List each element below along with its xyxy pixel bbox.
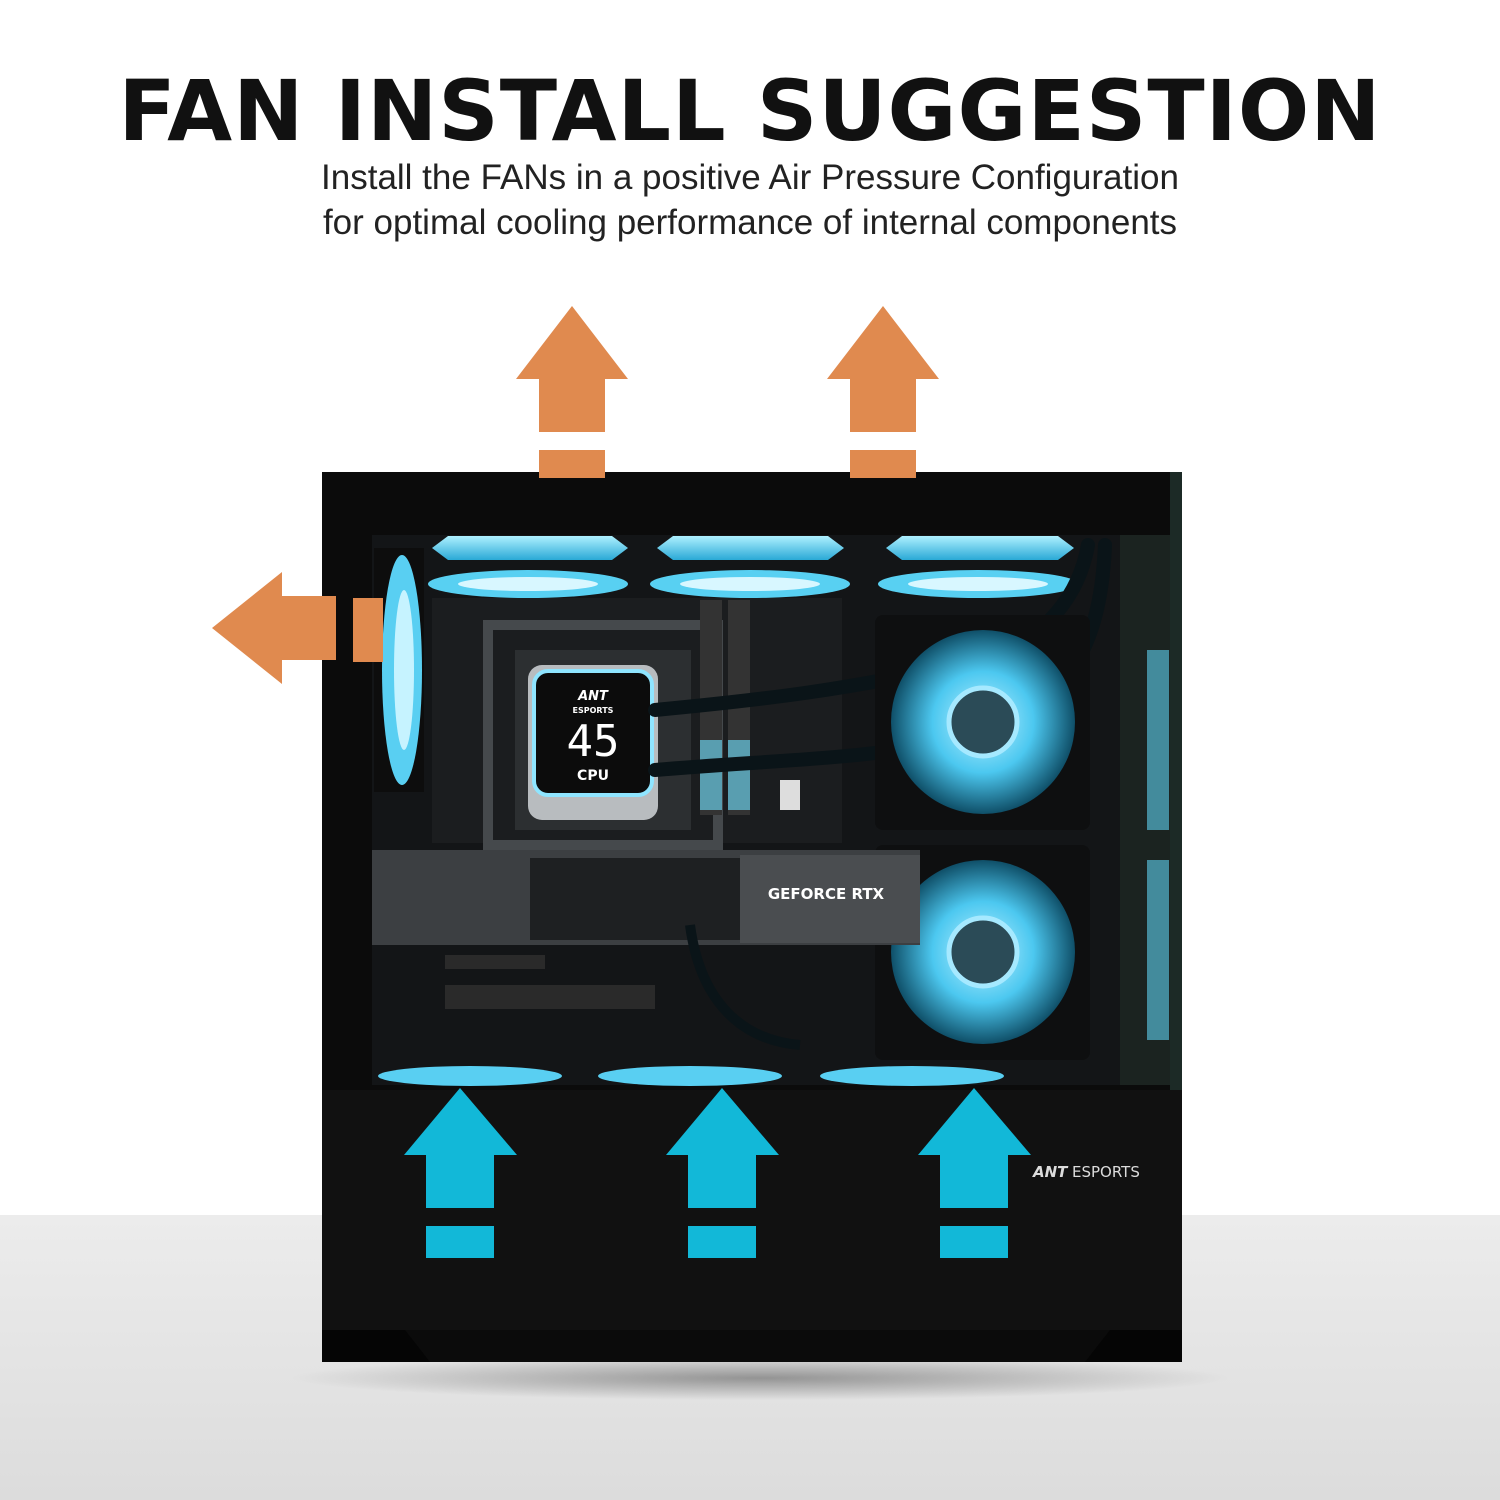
top-fans [428, 536, 1078, 598]
subtitle-line-2: for optimal cooling performance of inter… [322, 203, 1178, 242]
front-logo-text: ESPORTS [1072, 1163, 1140, 1181]
intake-arrows [404, 1088, 1031, 1258]
intake-arrow-left [404, 1088, 517, 1258]
side-fans [875, 615, 1169, 1060]
front-logo-mark: ANT [1032, 1163, 1069, 1181]
case-shadow [290, 1356, 1230, 1400]
exhaust-arrows [212, 306, 939, 684]
gpu: GEFORCE RTX [372, 850, 920, 945]
cooler-brand: ANT [577, 689, 609, 704]
exhaust-arrow-top-right [827, 306, 939, 478]
exhaust-arrow-rear [212, 572, 383, 684]
lower-bay [445, 924, 801, 1050]
intake-arrow-right [918, 1088, 1031, 1258]
bottom-fans [378, 1066, 1004, 1086]
gpu-label: GEFORCE RTX [768, 885, 885, 903]
cooler-brand-sub: ESPORTS [573, 706, 614, 715]
exhaust-arrow-top-left [516, 306, 628, 478]
cooler-temp-readout: 45 [567, 716, 620, 767]
subtitle-line-1: Install the FANs in a positive Air Press… [321, 158, 1179, 197]
cooler-cpu-label: CPU [577, 768, 609, 784]
rear-fan [374, 548, 424, 792]
intake-arrow-center [666, 1088, 779, 1258]
page-title: FAN INSTALL SUGGESTION [118, 62, 1382, 160]
aio-pump: ANT ESPORTS 45 CPU [528, 665, 658, 820]
